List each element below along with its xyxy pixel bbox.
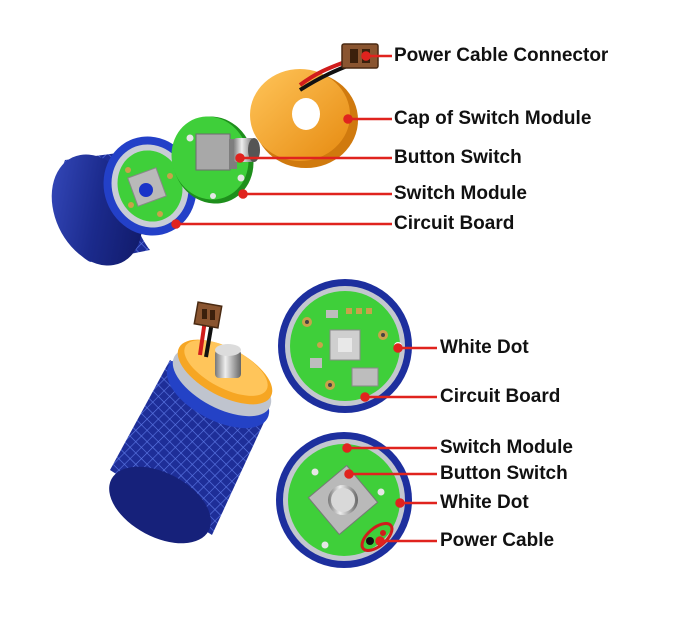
label-white-dot-1: White Dot — [440, 337, 529, 358]
switch-module-top — [171, 116, 260, 204]
button-switch-top — [195, 133, 260, 171]
label-switch-module-top: Switch Module — [394, 183, 527, 204]
exploded-view — [51, 43, 379, 266]
label-circuit-board-2: Circuit Board — [440, 386, 561, 407]
end-view-circuit-board — [278, 279, 412, 413]
assembled-body-side — [109, 301, 273, 544]
cap-of-switch-module — [250, 69, 358, 168]
leader-lines — [171, 51, 437, 546]
label-switch-module-2: Switch Module — [440, 437, 573, 458]
end-view-switch-module — [276, 432, 412, 568]
label-power-cable: Power Cable — [440, 530, 555, 551]
label-power-cable-connector: Power Cable Connector — [394, 45, 609, 66]
label-white-dot-2: White Dot — [440, 492, 529, 513]
label-button-switch-top: Button Switch — [394, 147, 522, 168]
label-button-switch-2: Button Switch — [440, 463, 568, 484]
label-circuit-board-top: Circuit Board — [394, 213, 515, 234]
label-cap-of-switch-module: Cap of Switch Module — [394, 108, 592, 129]
